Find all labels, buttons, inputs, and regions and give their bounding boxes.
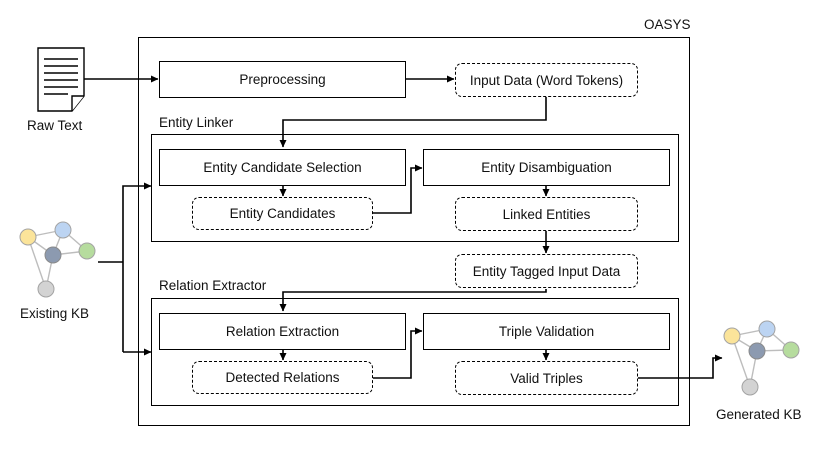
detected-relations-box: Detected Relations bbox=[192, 361, 373, 394]
arrow-candidates-to-disambiguation bbox=[373, 164, 423, 214]
entity-candidates-box: Entity Candidates bbox=[192, 197, 373, 230]
gen-node-blue bbox=[758, 320, 776, 338]
preprocessing-box: Preprocessing bbox=[159, 61, 406, 98]
arrow-valid-to-generated-kb bbox=[638, 354, 723, 379]
generated-kb-label: Generated KB bbox=[716, 407, 802, 422]
existing-kb-label: Existing KB bbox=[20, 306, 90, 321]
kb-node-blue bbox=[54, 221, 72, 239]
entity-disambiguation-box: Entity Disambiguation bbox=[423, 149, 670, 186]
existing-kb-graph-icon bbox=[19, 221, 96, 298]
arrow-kb-to-ecs bbox=[122, 182, 152, 352]
gen-node-slate bbox=[748, 342, 766, 360]
raw-text-label: Raw Text bbox=[27, 118, 83, 133]
arrow-tagged-to-relation-extraction bbox=[279, 289, 547, 312]
relation-extractor-label: Relation Extractor bbox=[159, 278, 267, 293]
relation-extractor-frame bbox=[151, 298, 679, 406]
kb-node-gray bbox=[37, 280, 55, 298]
kb-node-green bbox=[78, 242, 96, 260]
entity-linker-label: Entity Linker bbox=[159, 115, 234, 130]
gen-node-gray bbox=[741, 378, 759, 396]
entity-tagged-input-box: Entity Tagged Input Data bbox=[455, 254, 638, 288]
gen-node-yellow bbox=[723, 327, 741, 345]
oasys-label: OASYS bbox=[644, 17, 691, 32]
kb-node-slate bbox=[44, 246, 62, 264]
linked-entities-box: Linked Entities bbox=[455, 197, 638, 231]
kb-node-yellow bbox=[19, 228, 37, 246]
entity-candidate-selection-box: Entity Candidate Selection bbox=[159, 149, 406, 186]
document-icon bbox=[37, 47, 85, 112]
valid-triples-box: Valid Triples bbox=[455, 361, 638, 395]
triple-validation-box: Triple Validation bbox=[423, 313, 670, 350]
generated-kb-graph-icon bbox=[723, 320, 800, 396]
input-data-box: Input Data (Word Tokens) bbox=[455, 63, 638, 97]
arrow-detected-to-validation bbox=[373, 327, 423, 379]
oasys-frame bbox=[138, 37, 690, 426]
entity-linker-frame bbox=[151, 134, 679, 242]
arrow-input-to-ecs bbox=[279, 97, 547, 148]
gen-node-green bbox=[782, 341, 800, 359]
relation-extraction-box: Relation Extraction bbox=[159, 313, 406, 350]
